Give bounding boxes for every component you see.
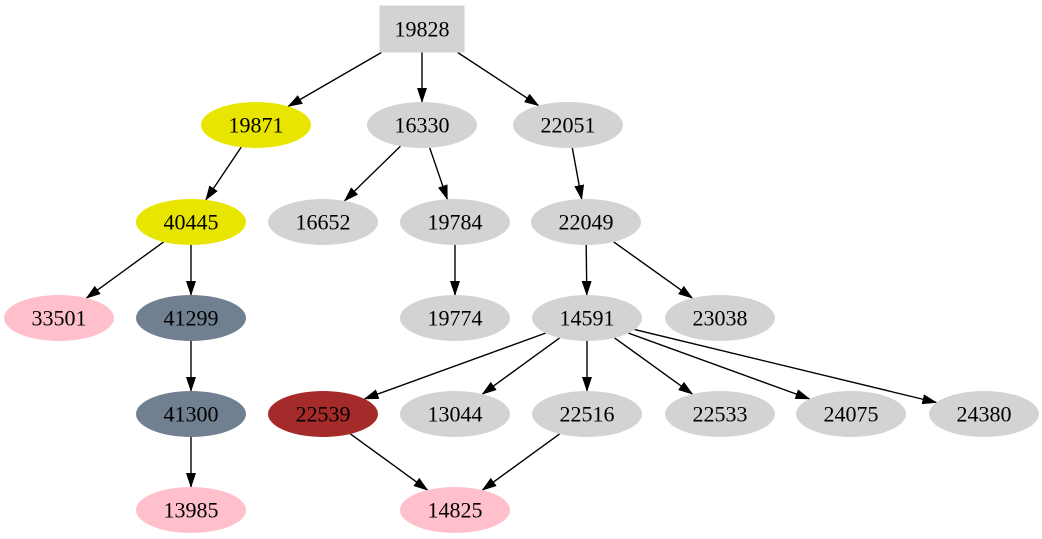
node-ellipse-shape (201, 102, 311, 148)
node-label: 19774 (428, 306, 483, 331)
edge-22051-22049 (571, 147, 585, 201)
node-22539: 22539 (268, 391, 378, 437)
node-label: 13985 (164, 498, 219, 523)
node-ellipse-shape (796, 391, 906, 437)
node-label: 41300 (164, 402, 219, 427)
node-ellipse-shape (532, 391, 642, 437)
edge-16330-16652 (343, 145, 401, 202)
node-ellipse-shape (531, 199, 641, 245)
edge-14591-22539 (363, 332, 546, 400)
node-ellipse-shape (268, 391, 378, 437)
node-33501: 33501 (4, 295, 114, 341)
node-label: 24380 (957, 402, 1012, 427)
node-14591: 14591 (532, 295, 642, 341)
edges-layer (85, 51, 938, 491)
edge-14591-24075 (628, 332, 811, 400)
node-ellipse-shape (532, 295, 642, 341)
nodes-layer: 19828 19871 16330 22051 40445 16652 19784 22049… (4, 5, 1039, 533)
node-ellipse-shape (400, 295, 510, 341)
edge-19828-19871 (287, 51, 382, 108)
node-label: 22516 (560, 402, 615, 427)
node-ellipse-shape (400, 487, 510, 533)
node-label: 14591 (560, 306, 615, 331)
node-label: 13044 (428, 402, 483, 427)
node-ellipse-shape (665, 295, 775, 341)
node-13985: 13985 (136, 487, 246, 533)
node-label: 16330 (395, 113, 450, 138)
edge-16330-19784 (429, 147, 448, 201)
node-label: 19784 (428, 210, 483, 235)
edge-40445-33501 (85, 241, 165, 299)
node-label: 33501 (32, 306, 87, 331)
node-ellipse-shape (665, 391, 775, 437)
node-ellipse-shape (929, 391, 1039, 437)
node-ellipse-shape (136, 295, 246, 341)
node-24075: 24075 (796, 391, 906, 437)
node-label: 22049 (559, 210, 614, 235)
edge-22049-23038 (613, 241, 694, 299)
node-label: 24075 (824, 402, 879, 427)
node-19784: 19784 (400, 199, 510, 245)
node-label: 22533 (693, 402, 748, 427)
node-23038: 23038 (665, 295, 775, 341)
edge-22049-14591 (581, 244, 592, 296)
node-label: 22051 (541, 113, 596, 138)
node-ellipse-shape (4, 295, 114, 341)
edge-19828-22051 (457, 51, 540, 107)
edge-14591-22533 (614, 337, 694, 395)
node-ellipse-shape (400, 199, 510, 245)
node-14825: 14825 (400, 487, 510, 533)
edge-14591-24380 (634, 328, 938, 405)
node-ellipse-shape (136, 199, 246, 245)
node-label: 16652 (296, 210, 351, 235)
node-ellipse-shape (367, 102, 477, 148)
node-22049: 22049 (531, 199, 641, 245)
edge-22516-14825 (481, 433, 561, 491)
node-41300: 41300 (136, 391, 246, 437)
node-label: 23038 (693, 306, 748, 331)
node-label: 19871 (229, 113, 284, 138)
node-label: 40445 (164, 210, 219, 235)
node-19774: 19774 (400, 295, 510, 341)
edge-19871-40445 (205, 146, 242, 201)
node-16330: 16330 (367, 102, 477, 148)
node-ellipse-shape (136, 487, 246, 533)
node-label: 22539 (296, 402, 351, 427)
node-13044: 13044 (400, 391, 510, 437)
node-ellipse-shape (136, 391, 246, 437)
node-ellipse-shape (513, 102, 623, 148)
node-16652: 16652 (268, 199, 378, 245)
node-22516: 22516 (532, 391, 642, 437)
node-box-shape (379, 5, 465, 53)
node-24380: 24380 (929, 391, 1039, 437)
edge-14591-13044 (481, 337, 561, 395)
node-19871: 19871 (201, 102, 311, 148)
node-41299: 41299 (136, 295, 246, 341)
node-22533: 22533 (665, 391, 775, 437)
node-22051: 22051 (513, 102, 623, 148)
node-label: 41299 (164, 306, 219, 331)
node-ellipse-shape (400, 391, 510, 437)
node-ellipse-shape (268, 199, 378, 245)
node-19828: 19828 (379, 5, 465, 53)
node-label: 14825 (428, 498, 483, 523)
node-40445: 40445 (136, 199, 246, 245)
node-label: 19828 (395, 17, 450, 42)
edge-22539-14825 (349, 433, 429, 491)
